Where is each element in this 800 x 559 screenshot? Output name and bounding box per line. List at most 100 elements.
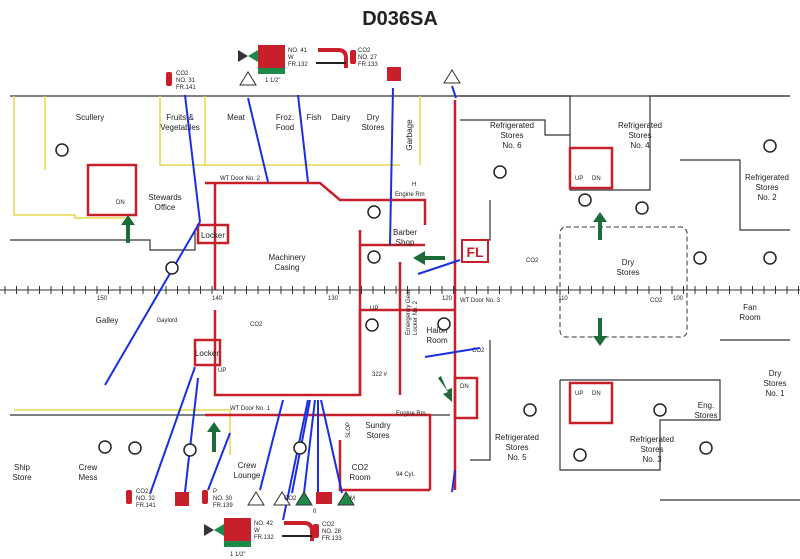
heat-detector-icon [573, 448, 587, 462]
ext30-no: NO. 30 [213, 496, 233, 502]
ext32-fr: FR.141 [136, 503, 156, 509]
stair-up-2: UP [218, 368, 226, 374]
hose41-size: 1 1/2" [265, 78, 280, 84]
heat-detector-icon [578, 193, 592, 207]
room-emergency-gear-locker: Emergency GearLocker No. 2 [406, 290, 419, 335]
co2-nozzle: CO2 [526, 258, 539, 264]
room-galley: Galley [96, 316, 119, 325]
stair-dn-3: DN [592, 391, 601, 397]
fl-sign [461, 239, 489, 263]
heat-detector-icon [693, 251, 707, 265]
ext31-fr: FR.141 [176, 85, 196, 91]
exit-arrow-icon [593, 212, 607, 240]
frame-120: 120 [442, 296, 453, 302]
ext27-no: NO. 27 [358, 55, 378, 61]
hose42-type: W [254, 528, 260, 534]
frame-140: 140 [212, 296, 223, 302]
stair-up-dn-4: UP [575, 176, 583, 182]
fire-alarm-pull-icon [175, 492, 189, 506]
exit-arrow-icon [593, 318, 607, 346]
ext31-agent: CO2 [176, 71, 189, 77]
smoke-detector-icon [239, 71, 257, 86]
co2-alarm-label: CO2 [284, 496, 297, 502]
frame-150: 150 [97, 296, 108, 302]
wt-door-3: WT Door No. 3 [460, 298, 501, 304]
co2-horn: CO2 [250, 322, 263, 328]
smoke-detector-icon [247, 491, 265, 506]
extinguisher-icon [350, 50, 356, 64]
stair-dn-4: DN [592, 176, 601, 182]
ext27-agent: CO2 [358, 48, 371, 54]
engine-rm-top: Engine Rm [395, 192, 425, 198]
heat-detector-icon [437, 317, 451, 331]
heat-detector-icon [523, 403, 537, 417]
halon-h: H [412, 182, 416, 188]
extinguisher-icon [166, 72, 172, 86]
applicator-icon [318, 48, 348, 68]
ext28-agent: CO2 [322, 522, 335, 528]
ext32-no: NO. 32 [136, 496, 156, 502]
frame-110: 110 [558, 296, 568, 302]
extinguisher-icon [313, 524, 319, 538]
fl-label: FL [466, 244, 484, 260]
room-fish: Fish [306, 113, 321, 122]
engine-rm-bottom: Engine Rm [396, 411, 426, 417]
alarm-m: M [350, 496, 355, 502]
heat-detector-icon [55, 143, 69, 157]
hose41-no: NO. 41 [288, 48, 308, 54]
ext27-fr: FR.133 [358, 62, 378, 68]
ext30-fr: FR.139 [213, 503, 233, 509]
halon-count: 322 # [372, 372, 388, 378]
applicator-icon [284, 521, 314, 541]
bulkheads [86, 100, 614, 492]
heat-detector-icon [763, 251, 777, 265]
release-switch-icon [316, 492, 332, 504]
frame-100: 100 [673, 296, 684, 302]
exit-arrow-icon [207, 422, 221, 452]
heat-detector-icon [635, 201, 649, 215]
markers: WT Door No. 2 WT Door No. 1 WT Door No. … [116, 176, 663, 478]
leader-lines [104, 85, 481, 521]
extinguisher-icon [202, 490, 208, 504]
co2-count: 94 Cyl. [396, 472, 415, 478]
heat-detector-icon [165, 261, 179, 275]
room-garbage: Garbage [405, 119, 414, 151]
equipment-bottom: CO2 NO. 32 FR.141 P NO. 30 FR.139 CO2 0 … [126, 489, 355, 558]
stair-dn-1: DN [116, 200, 125, 206]
room-eng-stores: Eng.Stores [694, 401, 717, 420]
frame-130: 130 [328, 296, 339, 302]
alarm-icon [337, 491, 355, 506]
equipment-top: NO. 41 W FR.132 1 1/2" CO2 NO. 27 FR.133… [166, 45, 461, 91]
room-locker-top: Locker [201, 231, 225, 240]
co2-alarm: CO2 [472, 348, 485, 354]
room-dairy: Dairy [332, 113, 351, 122]
gaylord-label: Gaylord [156, 318, 177, 324]
room-fruits: Fruits &Vegetables [160, 113, 200, 132]
release-zero: 0 [313, 509, 317, 515]
exit-arrow-icon [438, 376, 452, 402]
frame-line: 150 140 130 120 110 100 [0, 286, 800, 302]
heat-detector-icon [183, 443, 197, 457]
fire-alarm-pull-icon [387, 67, 401, 81]
hull-outline [10, 95, 800, 501]
yellow-boundaries [13, 96, 421, 455]
wt-door-2: WT Door No. 2 [220, 176, 261, 182]
heat-detector-icon [98, 440, 112, 454]
heat-detector-icon [365, 318, 379, 332]
hose42-size: 1 1/2" [230, 552, 245, 558]
extinguisher-icon [126, 490, 132, 504]
hose41-type: W [288, 55, 294, 61]
